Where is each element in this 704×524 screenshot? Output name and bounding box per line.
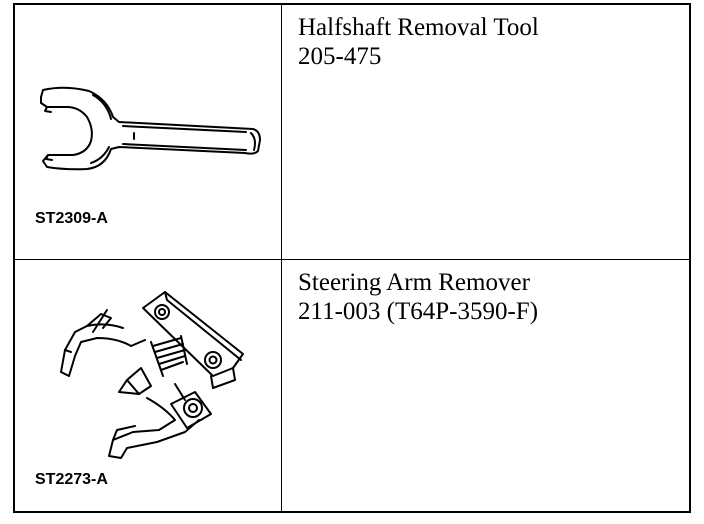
special-tools-table: ST2309-A Halfshaft Removal Tool 205-475	[13, 3, 691, 513]
tool-illustration-cell: ST2309-A	[15, 5, 282, 260]
illustration-code: ST2309-A	[35, 210, 108, 227]
tool-description-cell: Halfshaft Removal Tool 205-475	[282, 5, 689, 260]
tool-part-number: 205-475	[298, 43, 382, 70]
tool-name: Steering Arm Remover	[298, 269, 530, 296]
tool-description-cell: Steering Arm Remover 211-003 (T64P-3590-…	[282, 260, 689, 511]
tool-part-number: 211-003 (T64P-3590-F)	[298, 298, 539, 325]
tool-name: Halfshaft Removal Tool	[298, 14, 539, 41]
tool-illustration-cell: ST2273-A	[15, 260, 282, 511]
halfshaft-wrench-icon	[40, 86, 261, 171]
steering-arm-puller-icon	[60, 291, 244, 459]
illustration-code: ST2273-A	[35, 471, 108, 488]
